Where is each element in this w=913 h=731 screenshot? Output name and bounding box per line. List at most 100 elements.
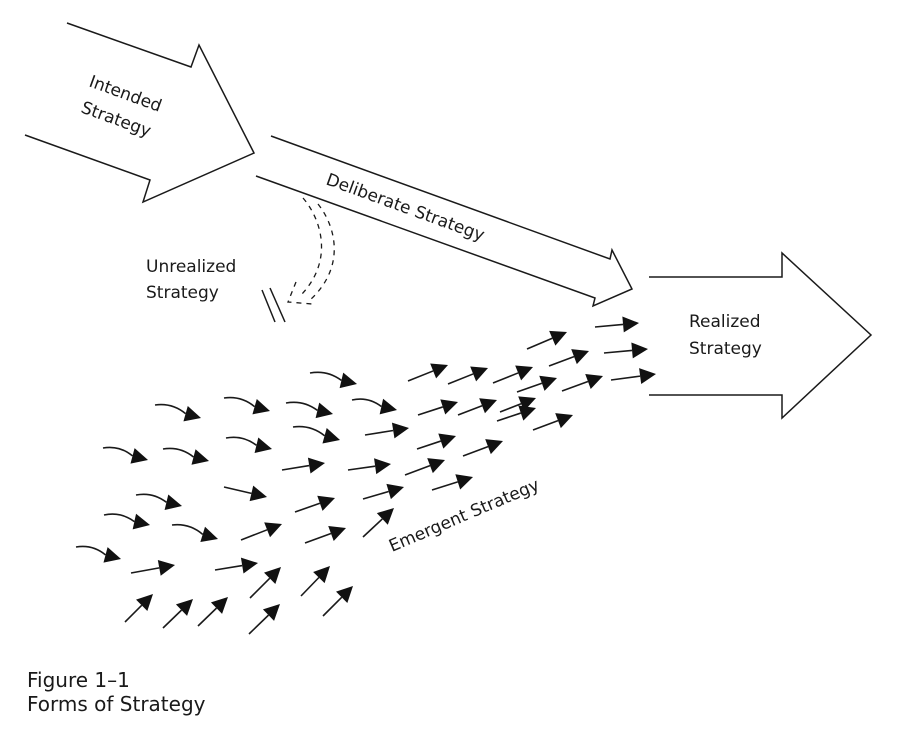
emergent-arrow-shaft (462, 445, 489, 457)
emergent-arrow-shaft (594, 323, 624, 328)
emergent-arrow-shaft (214, 564, 243, 571)
blocked-slash-2 (269, 287, 286, 323)
emergent-arrow-head (440, 399, 458, 415)
emergent-arrow-shaft (75, 545, 107, 556)
emergent-arrow-shaft (561, 380, 589, 392)
emergent-arrow-shaft (103, 513, 135, 523)
emergent-arrow-shaft (351, 398, 382, 408)
deliberate-strategy-arrow: Deliberate Strategy (255, 135, 634, 308)
realized-strategy-arrow: Realized Strategy (649, 251, 873, 420)
emergent-arrow-head (157, 559, 175, 576)
emergent-arrow-head (455, 474, 473, 490)
emergent-arrow-head (264, 567, 281, 584)
emergent-arrow-head (539, 375, 557, 391)
emergent-arrow-shaft (197, 607, 218, 627)
emergent-arrow-head (164, 494, 182, 511)
emergent-arrow-shaft (309, 371, 342, 381)
emergent-arrow-head (391, 422, 409, 439)
emergent-arrow-head (518, 405, 536, 421)
emergent-arrow-head (240, 557, 258, 574)
emergent-arrow-head (249, 485, 267, 502)
unrealized-dashed-outer (299, 197, 323, 297)
emergent-arrow-shaft (603, 349, 633, 354)
unrealized-label-line2: Strategy (146, 283, 219, 303)
emergent-arrow-head (376, 508, 394, 525)
emergent-arrow-head (386, 483, 404, 500)
realized-label-line2: Strategy (689, 339, 762, 359)
emergent-arrow-head (470, 366, 488, 382)
emergent-arrow-shaft (223, 486, 252, 495)
emergent-arrow-head (191, 449, 209, 465)
emergent-arrow-head (322, 428, 340, 444)
emergent-arrow-shaft (516, 382, 543, 393)
emergent-arrow-head (622, 316, 639, 333)
emergent-arrow-head (374, 458, 391, 475)
intended-arrow-outline (24, 22, 256, 204)
emergent-arrow-head (313, 566, 330, 584)
emergent-arrow-shaft (492, 372, 519, 384)
intended-strategy-arrow: Intended Strategy (24, 22, 256, 204)
emergent-arrow-head (336, 586, 353, 603)
emergent-label: Emergent Strategy (386, 475, 542, 556)
unrealized-dashed-inner (309, 203, 335, 301)
emergent-arrow-swarm (75, 316, 656, 635)
emergent-arrow-shaft (447, 373, 474, 385)
emergent-arrow-shaft (240, 529, 268, 541)
figure-number: Figure 1–1 (27, 668, 130, 692)
emergent-arrow-shaft (294, 502, 321, 513)
emergent-arrow-shaft (135, 493, 167, 503)
blocked-slash-1 (261, 289, 276, 323)
emergent-arrow-shaft (526, 337, 553, 350)
emergent-arrow-head (427, 458, 445, 474)
emergent-arrow-head (485, 439, 503, 455)
emergent-arrow-shaft (347, 465, 376, 471)
emergent-arrow-head (132, 513, 150, 530)
emergent-arrow-head (515, 365, 533, 381)
emergent-arrow-shaft (225, 436, 257, 446)
realized-arrow-outline (649, 251, 873, 420)
emergent-arrow-head (328, 525, 346, 542)
emergent-arrow-head (631, 342, 648, 359)
emergent-arrow-shaft (223, 396, 256, 408)
emergent-arrow-shaft (362, 490, 389, 500)
emergent-arrow-shaft (300, 576, 320, 597)
emergent-arrow-shaft (404, 464, 431, 476)
emergent-arrow-shaft (499, 403, 522, 413)
emergent-arrow-shaft (457, 404, 483, 416)
unrealized-label-line1: Unrealized (146, 257, 236, 277)
emergent-arrow-shaft (362, 518, 383, 538)
emergent-arrow-head (175, 599, 193, 616)
emergent-arrow-head (639, 368, 656, 385)
emergent-arrow-shaft (102, 446, 134, 457)
figure-title: Forms of Strategy (27, 692, 206, 716)
emergent-arrow-shaft (248, 614, 270, 635)
emergent-arrow-shaft (162, 447, 195, 458)
emergent-arrow-shaft (532, 419, 559, 431)
emergent-arrow-shaft (285, 401, 318, 411)
emergent-arrow-shaft (417, 406, 444, 416)
emergent-arrow-head (210, 597, 228, 614)
emergent-arrow-shaft (364, 429, 394, 436)
emergent-arrow-head (103, 547, 121, 563)
emergent-arrow-head (571, 349, 589, 365)
emergent-arrow-head (254, 437, 272, 454)
emergent-arrow-head (252, 398, 270, 415)
emergent-arrow-head (200, 526, 218, 542)
emergent-arrow-head (339, 372, 357, 389)
emergent-arrow-shaft (292, 425, 326, 437)
emergent-arrow-head (438, 433, 456, 449)
emergent-arrow-shaft (130, 567, 160, 574)
deliberate-label: Deliberate Strategy (323, 170, 487, 246)
emergent-arrow-head (136, 594, 153, 611)
realized-label-line1: Realized (689, 312, 761, 332)
emergent-arrow-shaft (171, 523, 204, 535)
emergent-arrow-head (585, 373, 603, 390)
emergent-arrow-shaft (154, 403, 187, 415)
emergent-arrow-head (315, 402, 333, 419)
unrealized-dashed-head (287, 281, 313, 305)
emergent-arrow-head (307, 457, 325, 474)
emergent-arrow-shaft (249, 577, 271, 599)
emergent-arrow-shaft (322, 596, 343, 617)
emergent-arrow-head (183, 405, 201, 422)
